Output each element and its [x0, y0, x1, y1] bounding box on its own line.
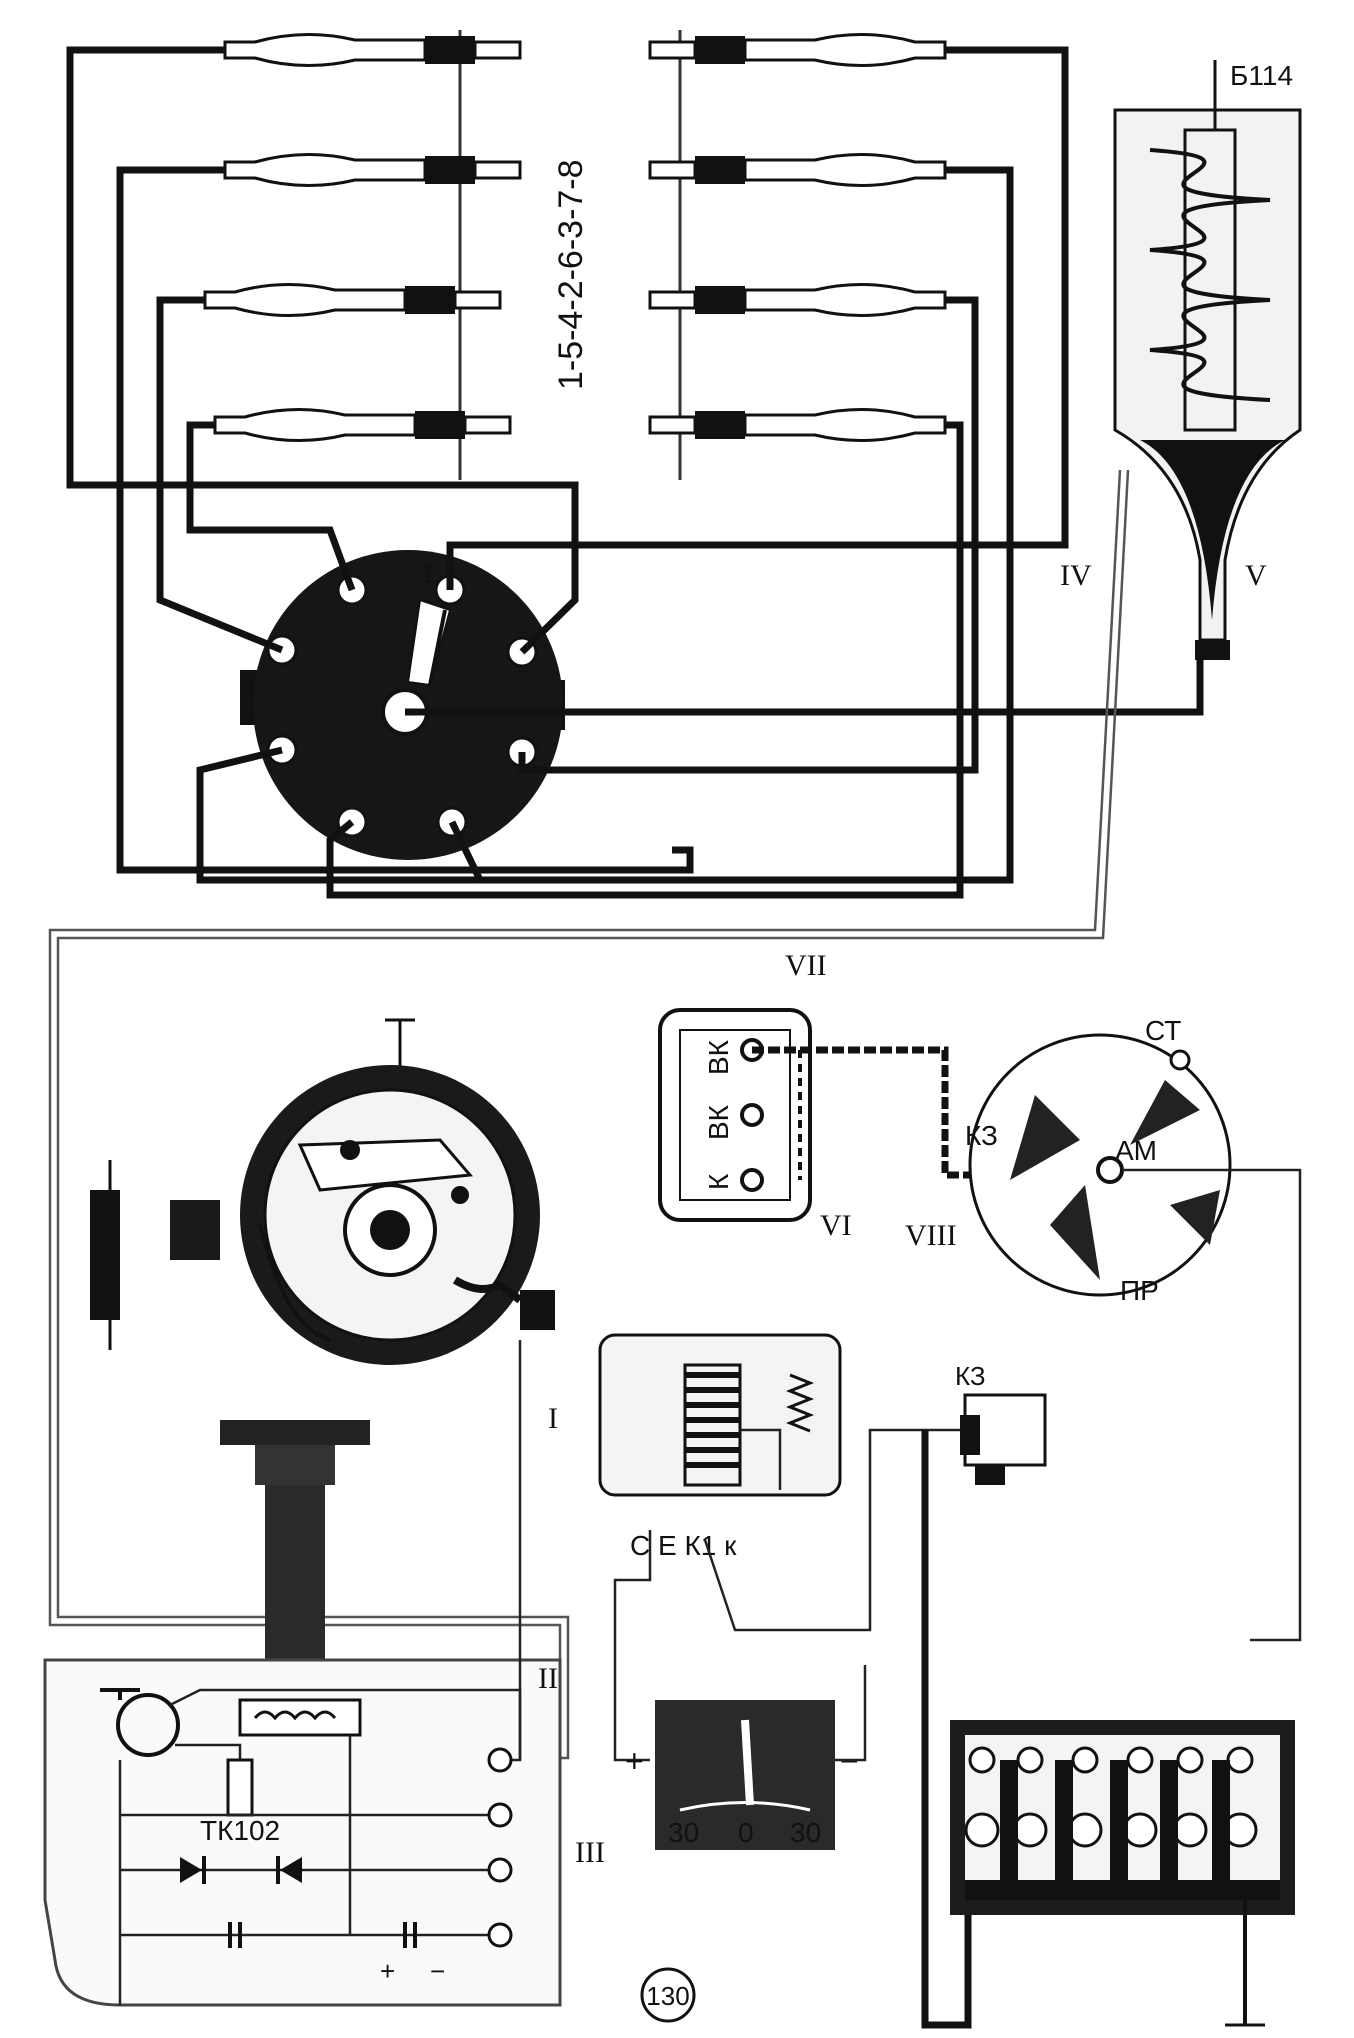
wire-ammeter-to-battery	[835, 1665, 867, 1762]
spark-plug	[223, 152, 522, 188]
tk-capacitor-minus: −	[430, 1956, 445, 1986]
starter-relay	[598, 1333, 842, 1497]
label-VII: VII	[785, 949, 827, 982]
label-VIII: VIII	[905, 1219, 957, 1252]
label-VI: VI	[820, 1209, 852, 1242]
starter-solenoid-switch	[960, 1393, 1047, 1485]
spark-plug	[223, 32, 522, 68]
resistor-terminal-label-vk1: ВК	[703, 1039, 734, 1075]
low-tension-lead	[48, 469, 1130, 1760]
tk-capacitor-plus: +	[380, 1956, 395, 1986]
transistor-icon	[116, 1693, 180, 1757]
ammeter-scale-zero: 0	[738, 1817, 754, 1848]
switch-label-kz: КЗ	[965, 1120, 998, 1151]
left-spark-plug-bank	[203, 30, 522, 480]
terminal-1-marker: 1	[420, 558, 436, 589]
resistor-terminal	[740, 1103, 764, 1127]
tk-terminal	[487, 1747, 513, 1773]
label-V: V	[1245, 559, 1267, 592]
spark-plug	[648, 282, 947, 318]
spark-plug	[648, 152, 947, 188]
right-spark-plug-bank	[648, 30, 947, 480]
label-II: II	[538, 1662, 558, 1695]
ignition-coil-model: Б114	[1230, 60, 1293, 91]
ammeter: 30 0 30	[655, 1700, 835, 1850]
distributor-cap: 1	[240, 550, 565, 860]
tk-terminal	[487, 1802, 513, 1828]
ignition-switch	[968, 1033, 1232, 1297]
transformer-coil-icon	[238, 1698, 362, 1737]
high-tension-wires	[66, 46, 1204, 899]
label-I: I	[548, 1402, 558, 1435]
resistor-icon	[226, 1758, 254, 1817]
page-number: 130	[646, 1981, 689, 2011]
spark-plug	[648, 32, 947, 68]
ammeter-plus: +	[625, 1743, 644, 1779]
tk-terminal	[487, 1922, 513, 1948]
starter-switch-label: КЗ	[955, 1361, 986, 1391]
wire-switch-to-battery	[1122, 1168, 1302, 1642]
spark-plug	[203, 282, 502, 318]
ammeter-scale-right: 30	[790, 1817, 821, 1848]
resistor-terminal	[740, 1168, 764, 1192]
switch-label-am: АМ	[1115, 1135, 1157, 1166]
diode-icon	[180, 1857, 202, 1883]
page-number-badge	[640, 1967, 696, 2023]
wire-relay-to-starter-switch	[703, 1428, 960, 1632]
label-IV: IV	[1060, 559, 1092, 592]
switch-st-terminal	[1169, 1049, 1191, 1071]
firing-order-label: 1-5-4-2-6-3-7-8	[552, 159, 590, 390]
switch-label-pr: ПР	[1120, 1275, 1159, 1306]
ammeter-scale-left: 30	[668, 1817, 699, 1848]
diode-icon	[280, 1857, 302, 1883]
tk-terminal	[487, 1857, 513, 1883]
resistor-terminal-label-k: К	[703, 1173, 734, 1190]
tk-model-label: ТК102	[200, 1815, 280, 1846]
resistor-terminal-label-vk2: ВК	[703, 1104, 734, 1140]
distributor-breaker	[90, 1018, 555, 1685]
ignition-coil	[1113, 108, 1302, 660]
transistor-switch-tk102	[43, 1340, 562, 2007]
wire-relay-to-ammeter	[613, 1530, 652, 1762]
relay-terminal-labels: С Е К1 к	[630, 1530, 737, 1561]
spark-plug	[213, 407, 512, 443]
battery	[950, 1720, 1295, 1915]
wire-starter-to-battery	[921, 1430, 972, 2029]
label-III: III	[575, 1836, 605, 1869]
switch-label-st: СТ	[1145, 1015, 1181, 1046]
coil-resistor: ВК ВК К	[658, 1008, 812, 1222]
wire-resistor-to-switch	[752, 1046, 980, 1179]
spark-plug	[648, 407, 947, 443]
